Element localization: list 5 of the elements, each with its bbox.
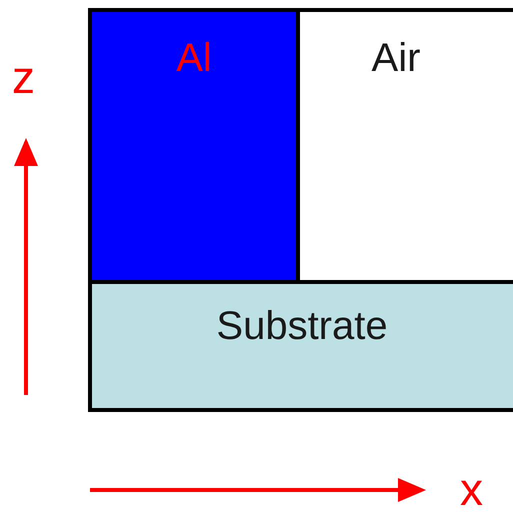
axis-label: x [460, 466, 483, 512]
region-label: Air [372, 38, 420, 78]
region-label: Al [176, 38, 212, 78]
region-label: Substrate [216, 306, 388, 346]
axis-label: z [12, 54, 35, 100]
